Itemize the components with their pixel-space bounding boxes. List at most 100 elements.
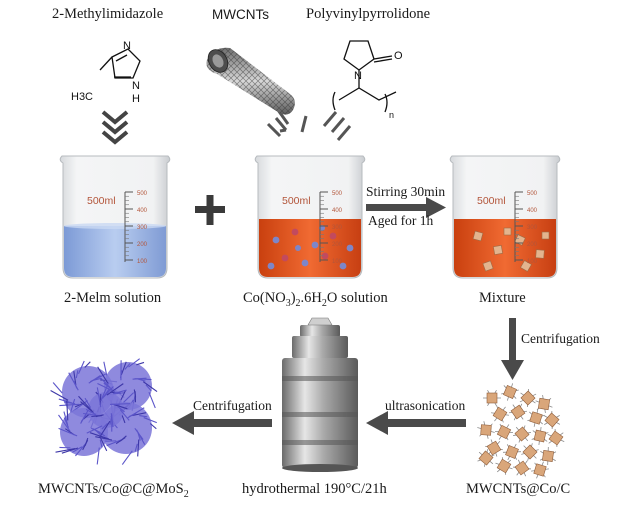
imidazole-nh-n: N [132,80,140,92]
label-cobalt-solution: Co(NO3)2.6H2O solution [243,290,388,309]
mos2-sheet [50,390,69,401]
pvp-n: N [354,70,362,82]
beaker-volume-label: 500ml [477,195,506,207]
mos2-sphere [88,392,124,428]
label-mixture: Mixture [479,290,526,306]
mos2-sheet [82,439,89,451]
mos2-sheet [136,429,146,445]
label-melm-solution: 2-Melm solution [64,290,162,306]
scale-tick-label: 400 [527,208,538,214]
mof-cube [520,390,536,406]
mof-cube [486,440,502,456]
scale-tick-label: 500 [137,191,148,197]
mos2-sheet [143,417,157,424]
label-centrifugation-left: Centrifugation [193,398,272,413]
mos2-sheet [84,397,91,408]
mos2-sheet [58,414,71,432]
mos2-sheet [148,391,156,409]
mof-cube [503,385,517,399]
scale-tick-label: 100 [137,259,148,265]
mos2-sheet [112,389,127,395]
arrow-ultrasonication [366,411,466,435]
mos2-sheet [121,450,133,465]
mos2-sheet [85,408,97,416]
mos2-sheet [106,438,123,447]
scale-tick-label: 200 [332,242,343,248]
mof-cube [548,430,564,446]
cobalt-tail: .6H [300,290,322,306]
mos2-sheet [102,389,110,399]
scale-tick-label: 300 [332,225,343,231]
mos2-sheet [84,361,91,368]
mos2-sheet [120,361,127,376]
mos2-sheet [99,439,103,448]
mos2-sheet [95,436,113,441]
mos2-sheet [72,446,83,453]
scale-tick-label: 500 [527,191,538,197]
label-centrifugation-down: Centrifugation [521,331,600,346]
mos2-sheet [136,361,145,366]
mos2-sheet [149,423,157,430]
mos2-sheet [101,423,108,430]
mos2-sheet [120,370,123,379]
particles [267,225,354,270]
imidazole-structure [99,48,141,79]
mos2-sheet [52,382,63,394]
label-hydrothermal: hydrothermal 190°C/21h [242,481,387,497]
mos2-sheet [106,383,124,396]
beaker-cobalt [254,155,366,279]
autoclave [282,317,358,472]
mof-cube [510,404,526,420]
cobalt-suffix: ) [290,290,296,306]
mos2-sheet [139,415,148,418]
cobalt-end: O solution [326,290,388,306]
arrow-centrifuge-left [172,411,272,435]
mos2-sheet [117,406,125,413]
mos2-sheet [128,412,137,418]
mos2-sheet [97,366,109,385]
beaker-melm [59,155,171,279]
mof-cube [514,460,530,476]
chevrons-melm [101,110,129,145]
beaker-mixture [449,155,561,279]
mof-cube [496,458,512,474]
mos2-sheet [63,417,70,428]
orange-solution [259,219,361,277]
mos2-sheet [96,387,102,408]
mos2-sheet [103,361,108,376]
arrow-stir [366,197,446,218]
scale-tick-label: 100 [527,259,538,265]
mos2-sheet [137,439,140,457]
mos2-sheet [58,427,78,437]
mos2-sheet [86,425,103,434]
mos2-sheet [80,414,87,422]
mof-cube [492,406,508,422]
plus-sign [195,195,225,225]
mof-cube [522,444,538,460]
chevrons-pvp [300,111,352,141]
mof-cube [533,463,547,477]
label-polyvinylpyrrolidone: Polyvinylpyrrolidone [306,6,431,22]
label-ultrasonication: ultrasonication [385,398,466,413]
mos2-sheet [124,363,131,370]
mof-cube [486,392,498,404]
mof-cube [480,424,492,436]
mos2-sheet [128,358,141,368]
label-aged: Aged for 1h [368,213,434,228]
mos2-sheet [100,382,110,402]
mos2-sheet [100,420,111,436]
mos2-sheet [70,398,76,413]
mos2-sheet [134,378,152,381]
mos2-sheet [73,380,78,389]
pvp-subscript-n: n [389,110,395,120]
mos2-sheet [89,432,110,440]
scale-tick-label: 300 [527,225,538,231]
mos2-sheet [132,412,147,417]
mos2-sheet [78,395,93,412]
mos2-sheet [78,360,85,375]
label-mwcnts: MWCNTs [212,7,269,22]
beaker-volume-label: 500ml [87,195,116,207]
cobalt-sub2: 2 [295,297,301,309]
mos2-sheet [55,447,76,453]
scale-tick-label: 100 [332,259,343,265]
